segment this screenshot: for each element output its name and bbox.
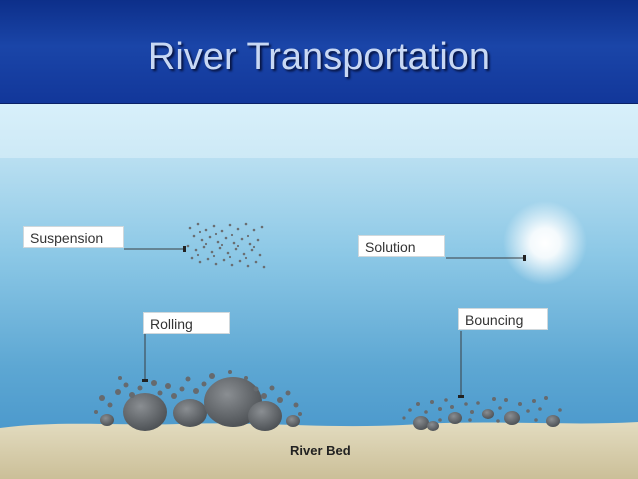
bouncing-pebbles — [402, 396, 562, 431]
solution-label: Solution — [358, 235, 445, 257]
slide-title: River Transportation — [147, 36, 491, 78]
leader-lines — [124, 248, 524, 396]
title-banner: River Transportation — [0, 0, 638, 105]
suspension-label: Suspension — [23, 226, 124, 248]
suspension-particles — [186, 222, 266, 269]
leader-ends — [142, 246, 526, 398]
sky-band — [0, 104, 638, 158]
river-bed-sand — [0, 422, 638, 479]
river-bed-label: River Bed — [290, 443, 351, 458]
rolling-rocks — [94, 370, 302, 431]
rolling-label: Rolling — [143, 312, 230, 334]
bouncing-label: Bouncing — [458, 308, 548, 330]
solution-dissolved-glow — [503, 201, 587, 285]
